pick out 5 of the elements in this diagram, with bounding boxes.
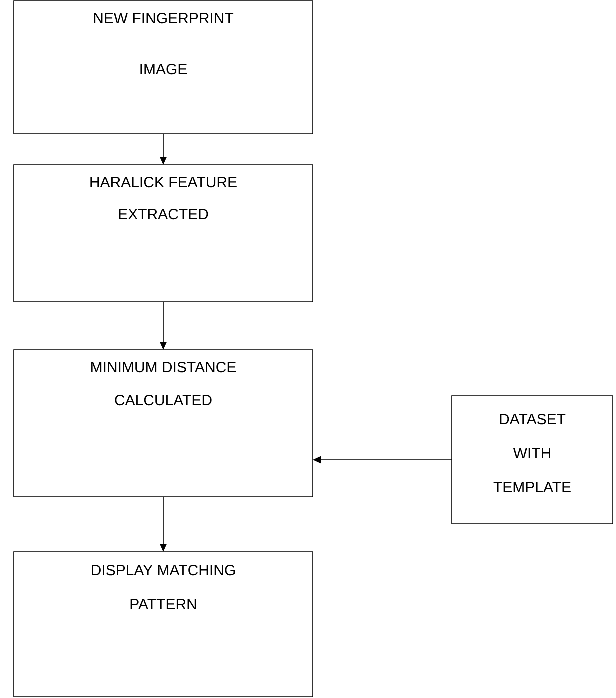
process-box: MINIMUM DISTANCE CALCULATED [14, 350, 314, 498]
process-box: DISPLAY MATCHING PATTERN [14, 552, 314, 698]
process-box: NEW FINGERPRINT IMAGE [14, 0, 314, 134]
process-box: DATASET WITH TEMPLATE [452, 396, 614, 524]
process-box: HARALICK FEATURE EXTRACTED [14, 164, 314, 302]
